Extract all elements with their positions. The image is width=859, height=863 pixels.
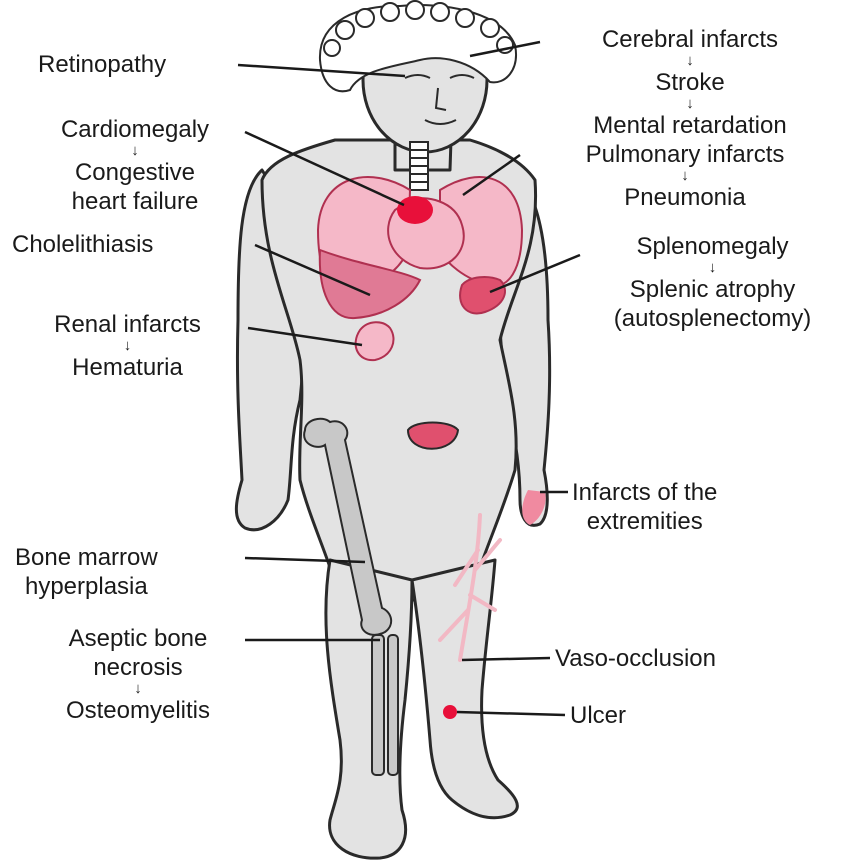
label-bone-marrow: Bone marrow (15, 544, 158, 571)
down-arrow-icon: ↓ (575, 261, 850, 275)
label-heart-failure: heart failure (72, 188, 199, 215)
label-splenic-atrophy: Splenic atrophy (630, 276, 795, 303)
label-bone-marrow-group: Bone marrow hyperplasia (15, 543, 158, 601)
label-cardiomegaly-group: Cardiomegaly ↓ Congestive heart failure (20, 115, 250, 216)
trachea (410, 142, 428, 190)
label-pneumonia: Pneumonia (624, 184, 745, 211)
label-pulmonary-group: Pulmonary infarcts ↓ Pneumonia (525, 140, 845, 212)
heart-infarct (397, 196, 433, 224)
label-hematuria: Hematuria (72, 354, 183, 381)
label-renal-infarcts: Renal infarcts (54, 311, 201, 338)
label-osteomyelitis: Osteomyelitis (66, 697, 210, 724)
label-cardiomegaly: Cardiomegaly (61, 116, 209, 143)
down-arrow-icon: ↓ (525, 169, 845, 183)
label-renal-group: Renal infarcts ↓ Hematuria (10, 310, 245, 382)
label-retinopathy: Retinopathy (38, 50, 166, 79)
label-necrosis: necrosis (93, 654, 182, 681)
label-cerebral-infarcts: Cerebral infarcts (602, 26, 778, 53)
label-ulcer: Ulcer (570, 701, 626, 730)
label-extremities: extremities (587, 508, 703, 535)
down-arrow-icon: ↓ (540, 97, 840, 111)
label-hyperplasia: hyperplasia (25, 573, 148, 600)
down-arrow-icon: ↓ (20, 144, 250, 158)
label-cerebral-group: Cerebral infarcts ↓ Stroke ↓ Mental reta… (540, 25, 840, 140)
label-splenomegaly-group: Splenomegaly ↓ Splenic atrophy (autosple… (575, 232, 850, 333)
label-aseptic-group: Aseptic bone necrosis ↓ Osteomyelitis (18, 624, 258, 725)
ulcer-spot (443, 705, 457, 719)
label-pulmonary-infarcts: Pulmonary infarcts (586, 141, 785, 168)
label-autosplenectomy: (autosplenectomy) (614, 305, 811, 332)
down-arrow-icon: ↓ (10, 339, 245, 353)
label-infarcts-of-the: Infarcts of the (572, 479, 717, 506)
label-splenomegaly: Splenomegaly (636, 233, 788, 260)
label-stroke: Stroke (655, 69, 724, 96)
label-congestive: Congestive (75, 159, 195, 186)
kidney (356, 322, 394, 360)
down-arrow-icon: ↓ (18, 682, 258, 696)
label-cholelithiasis: Cholelithiasis (12, 230, 153, 259)
label-mental-retardation: Mental retardation (593, 112, 786, 139)
label-infarcts-extremities: Infarcts of the extremities (572, 478, 717, 536)
down-arrow-icon: ↓ (540, 54, 840, 68)
label-aseptic-bone: Aseptic bone (69, 625, 208, 652)
label-vaso-occlusion: Vaso-occlusion (555, 644, 716, 673)
